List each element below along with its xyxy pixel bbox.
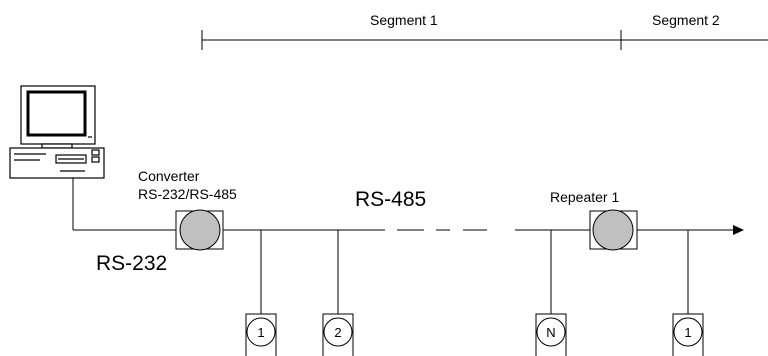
node-1-number: 1 xyxy=(257,325,265,340)
node-device-2 xyxy=(322,313,354,356)
node-2-number: 2 xyxy=(334,325,342,340)
segment2-node-1-number: 1 xyxy=(684,325,692,340)
repeater-device xyxy=(589,209,638,251)
arrow-right-icon xyxy=(733,225,744,235)
rs232-label: RS-232 xyxy=(96,252,168,275)
segment-dimension-line xyxy=(201,30,768,50)
node-device-n xyxy=(535,313,567,356)
rs232-cable xyxy=(72,178,180,231)
node-device-1 xyxy=(245,313,277,356)
converter-subtitle: RS-232/RS-485 xyxy=(138,186,237,202)
segment-2-label: Segment 2 xyxy=(652,12,720,28)
node-n-number: N xyxy=(546,325,556,340)
converter-title: Converter xyxy=(138,168,200,184)
converter-device xyxy=(175,209,224,251)
repeater-label: Repeater 1 xyxy=(550,189,620,205)
node-device-seg2-1 xyxy=(672,313,704,356)
rs485-label: RS-485 xyxy=(355,188,427,211)
segment-1-label: Segment 1 xyxy=(370,12,438,28)
computer-icon xyxy=(9,85,105,179)
drop-lines xyxy=(260,230,689,314)
